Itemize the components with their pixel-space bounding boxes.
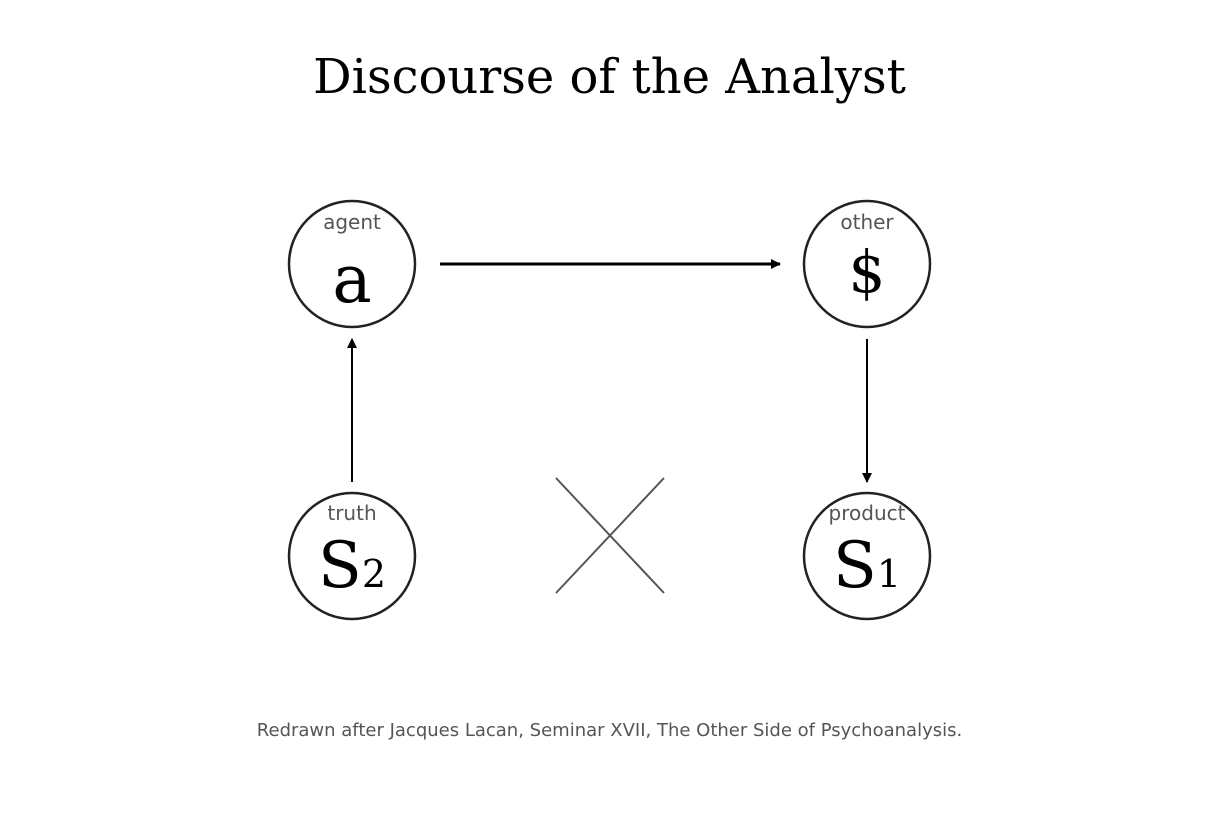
node-product-role: product [829,501,906,525]
node-other-symbol-main: $ [849,238,886,306]
node-truth-symbol: S2 [318,529,386,603]
node-truth-symbol-subscript: 2 [362,552,386,596]
node-product: product S1 [802,491,932,621]
node-truth-role: truth [327,501,376,525]
node-truth: truth S2 [287,491,417,621]
node-truth-symbol-main: S [318,529,362,603]
cross-stroke-2 [555,477,665,594]
node-other-symbol: $ [849,238,886,306]
diagram-title: Discourse of the Analyst [313,49,906,105]
node-product-symbol: S1 [833,529,901,603]
node-other-circle [802,199,932,329]
node-agent-role: agent [323,210,381,234]
node-truth-circle [287,491,417,621]
node-agent-circle [287,199,417,329]
node-agent-symbol-main: a [332,241,371,318]
node-other-role: other [840,210,894,234]
node-product-circle [802,491,932,621]
node-product-symbol-subscript: 1 [877,552,901,596]
node-product-symbol-main: S [833,529,877,603]
node-other: other $ [802,199,932,329]
diagram-caption: Redrawn after Jacques Lacan, Seminar XVI… [257,720,962,741]
node-agent-symbol: a [332,241,371,318]
impossibility-cross-mark [555,477,665,594]
node-agent: agent a [287,199,417,329]
